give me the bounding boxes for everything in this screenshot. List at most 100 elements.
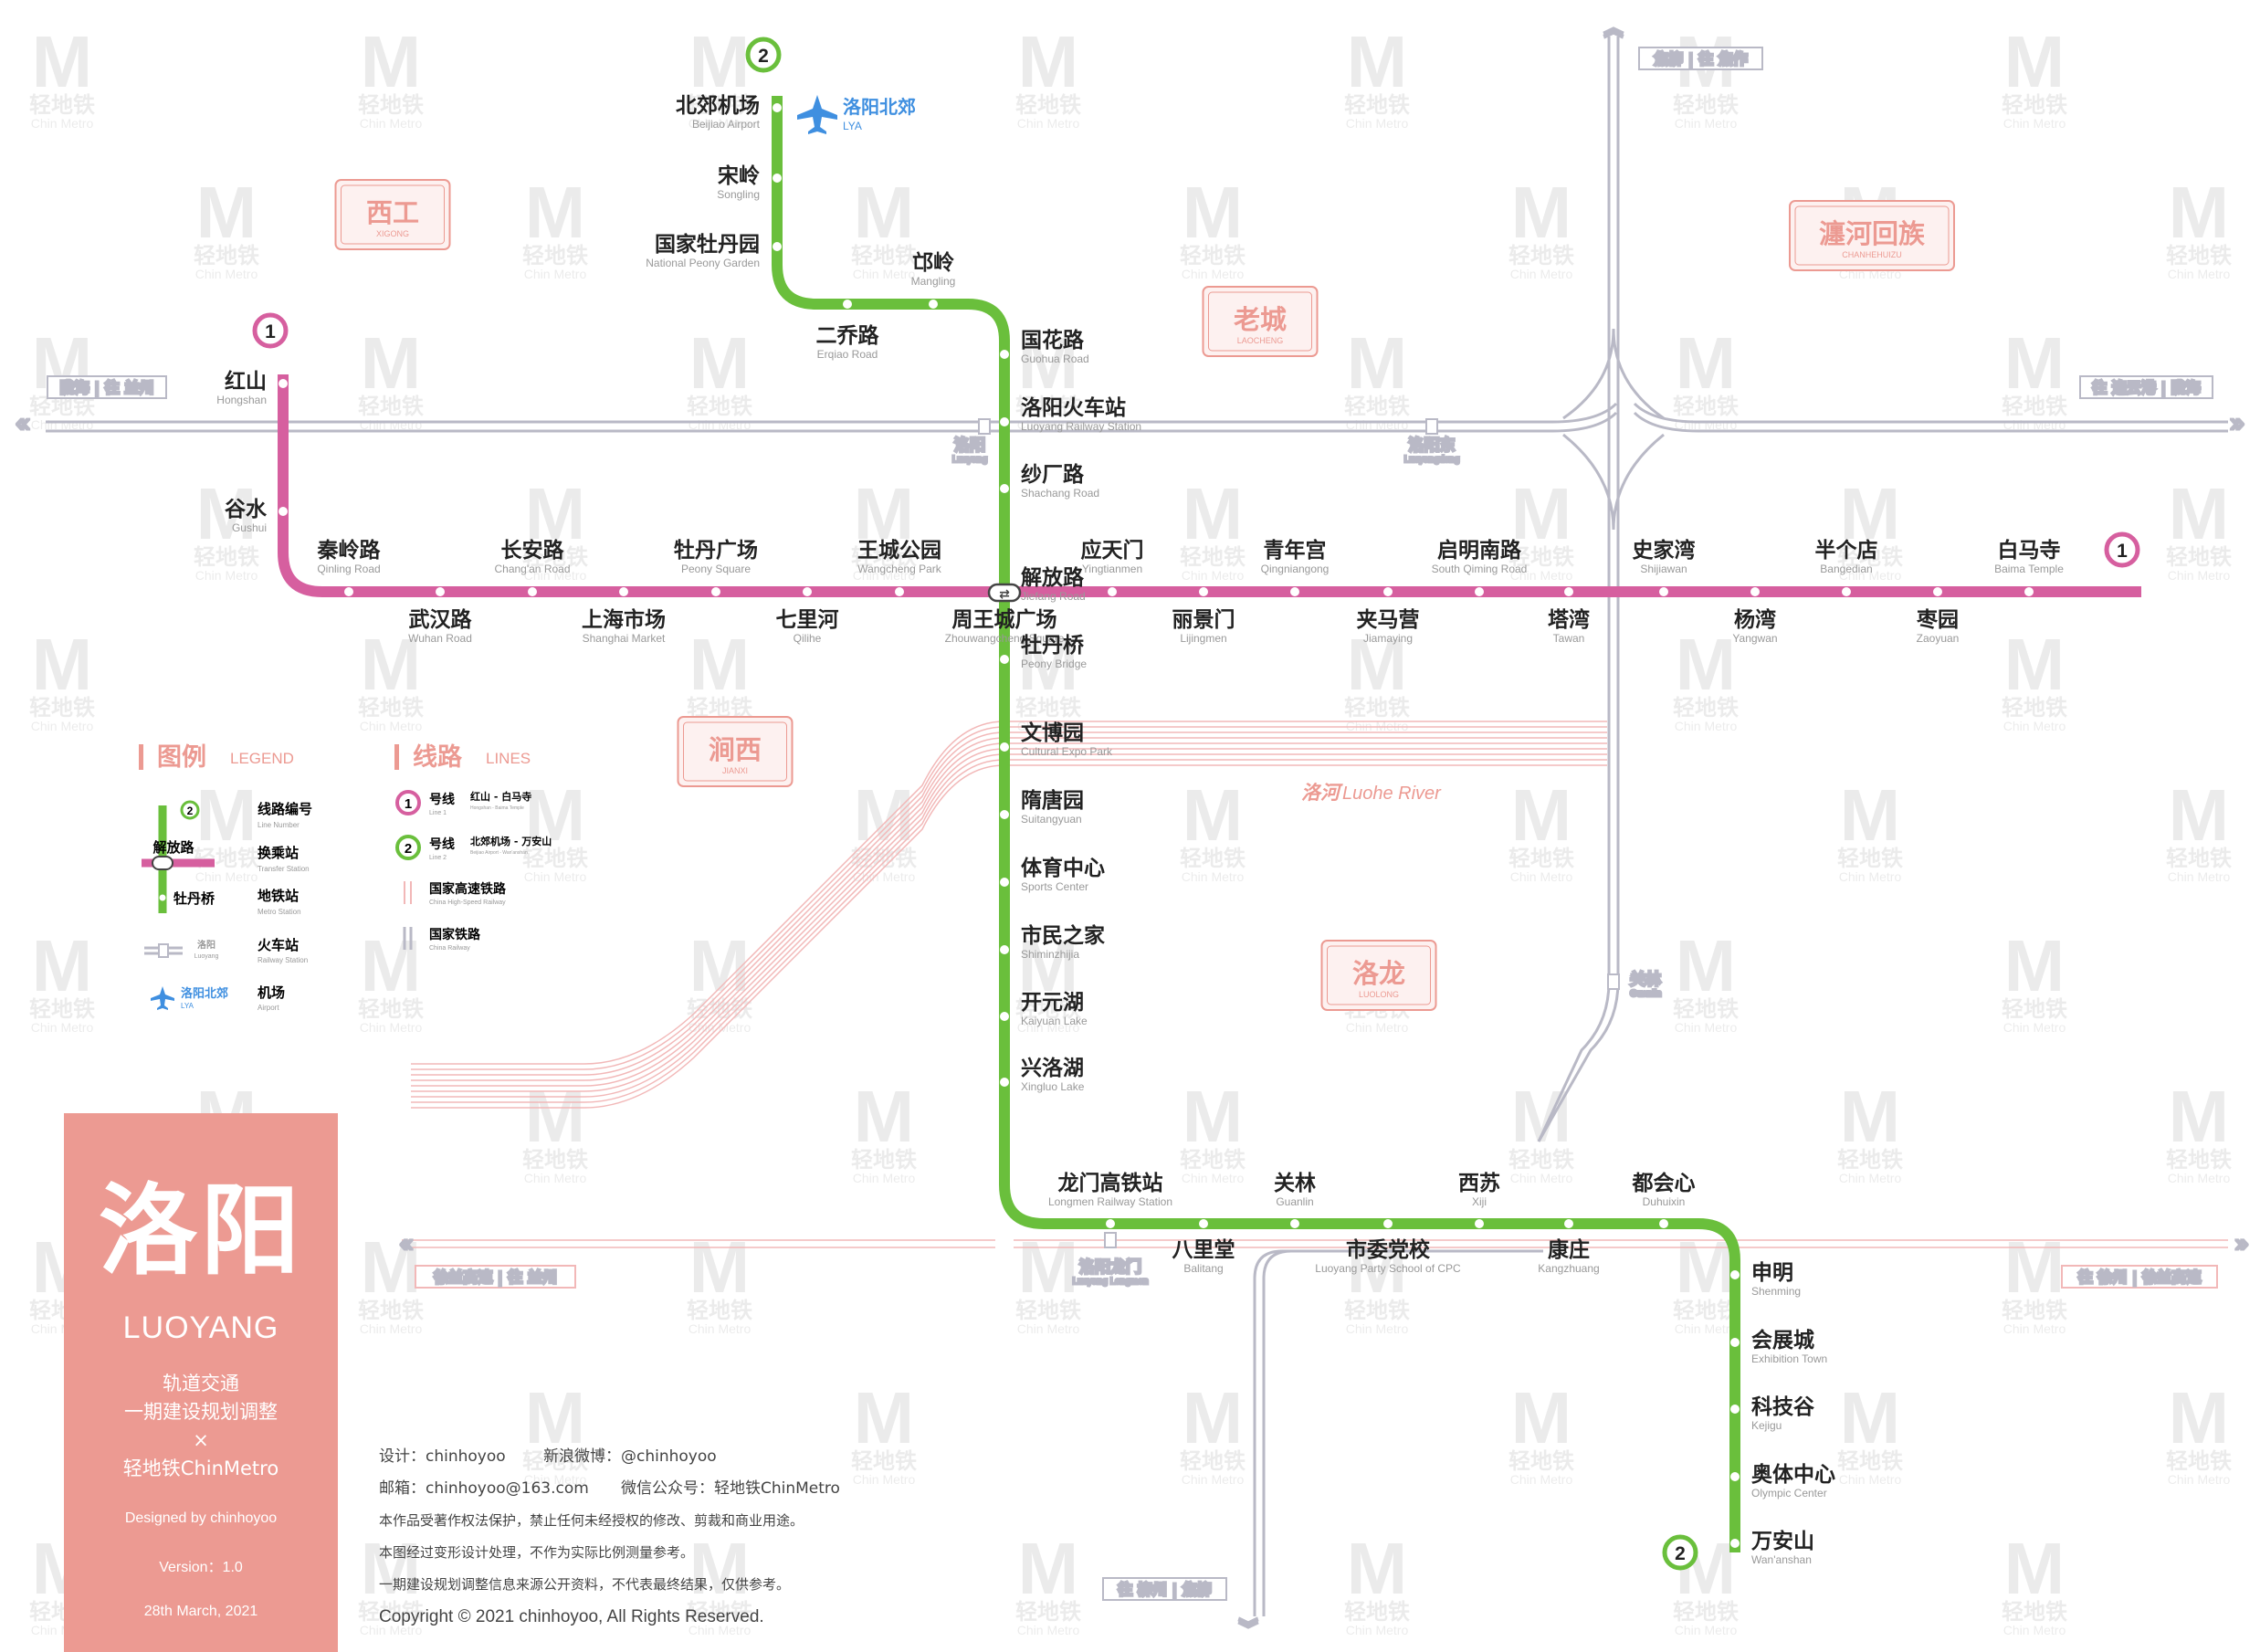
svg-text:轻地铁: 轻地铁 [1015,1298,1081,1323]
svg-text:申明: 申明 [1751,1260,1793,1285]
station-dot[interactable] [1383,587,1393,596]
station-dot[interactable] [1108,587,1117,596]
line2-badge-north[interactable]: 2 [745,37,782,73]
station-dot[interactable] [843,300,852,309]
svg-text:轻地铁: 轻地铁 [1015,92,1081,118]
transfer-station[interactable] [987,583,1022,603]
svg-text:西工: 西工 [366,197,419,228]
station-dot[interactable] [1730,1539,1740,1548]
station-dot[interactable] [1000,1012,1009,1021]
station-dot[interactable] [1383,1219,1393,1228]
station-dot[interactable] [1199,1219,1208,1228]
station-dot[interactable] [1750,587,1760,596]
svg-text:轻地铁: 轻地铁 [522,544,588,570]
svg-text:枣园: 枣园 [1916,608,1959,632]
legend-sample-badge: 2 [187,805,194,817]
line2-legend-badge: 2 [405,841,412,857]
station-dot[interactable] [773,103,782,112]
station-dot[interactable] [279,507,288,516]
svg-text:«: « [400,1229,413,1257]
station-dot[interactable] [279,379,288,388]
svg-text:轻地铁: 轻地铁 [1344,1599,1410,1625]
station-dot[interactable] [773,242,782,251]
station-dot[interactable] [1475,1219,1484,1228]
station-dot[interactable] [895,587,904,596]
station-dot[interactable] [1842,587,1851,596]
subtitle-1: 轨道交通 [163,1373,239,1394]
svg-text:牡丹广场: 牡丹广场 [674,538,758,563]
line1-badge-west[interactable]: 1 [252,312,289,349]
station-dot[interactable] [528,587,537,596]
svg-text:Chin Metro: Chin Metro [853,267,916,281]
svg-text:National Peony Garden: National Peony Garden [646,257,760,269]
station-dot[interactable] [1933,587,1942,596]
line2-badge-south[interactable]: 2 [1662,1534,1698,1571]
station-dot[interactable] [1730,1270,1740,1279]
svg-text:⇄: ⇄ [999,587,1010,602]
station-dot[interactable] [773,174,782,183]
svg-text:M: M [1018,1226,1079,1308]
station-dot[interactable] [2024,587,2034,596]
svg-text:Qingniangong: Qingniangong [1261,563,1330,575]
svg-text:Peony Bridge: Peony Bridge [1021,658,1087,670]
stations-layer: ⇄ [279,103,2034,1548]
svg-text:文博园: 文博园 [1021,721,1084,745]
svg-text:M: M [1840,473,1901,554]
station-dot[interactable] [436,587,445,596]
station-dot[interactable] [803,587,812,596]
station-dot[interactable] [1659,587,1668,596]
svg-text:轻地铁: 轻地铁 [1837,1147,1903,1173]
river-label: 洛河 Luohe River [1301,782,1442,804]
svg-text:国家牡丹园: 国家牡丹园 [655,232,760,257]
station-dot[interactable] [1000,350,1009,359]
svg-text:Olympic Center: Olympic Center [1751,1487,1827,1499]
station-dot[interactable] [711,587,720,596]
station-dot[interactable] [1000,417,1009,426]
station-dot[interactable] [1000,742,1009,752]
station-dot[interactable] [1730,1338,1740,1347]
station-dot[interactable] [1106,1219,1115,1228]
station-dot[interactable] [1199,587,1208,596]
svg-text:M: M [854,172,915,253]
station-dot[interactable] [1000,878,1009,887]
station-dot[interactable] [344,587,353,596]
svg-text:Chin Metro: Chin Metro [524,1171,587,1185]
station-dot[interactable] [1564,1219,1573,1228]
station-dot[interactable] [1659,1219,1668,1228]
station-dot[interactable] [1290,587,1299,596]
svg-text:Chin Metro: Chin Metro [2003,719,2066,733]
legend-sample-metro: 牡丹桥 [173,890,215,907]
svg-text:M: M [525,172,586,253]
station-dot[interactable] [1290,1219,1299,1228]
svg-text:长安路: 长安路 [501,538,565,563]
station-dot[interactable] [1000,945,1009,954]
svg-text:Chin Metro: Chin Metro [1017,1623,1080,1637]
station-dot[interactable] [1000,655,1009,664]
svg-text:Chin Metro: Chin Metro [1510,267,1573,281]
svg-text:Line 2: Line 2 [429,855,447,861]
station-dot[interactable] [1564,587,1573,596]
station-dot[interactable] [1730,1405,1740,1414]
station-dot[interactable] [1000,1078,1009,1087]
svg-text:Chin Metro: Chin Metro [524,869,587,884]
station-dot[interactable] [1475,587,1484,596]
station-dot[interactable] [1000,484,1009,493]
svg-text:Chin Metro: Chin Metro [1017,116,1080,131]
rail-legend: 国家铁路 [429,927,481,942]
svg-text:谷水: 谷水 [225,498,268,521]
note2: 本图经过变形设计处理，不作为实际比例测量参考。 [379,1544,695,1561]
svg-text:M: M [361,322,422,404]
station-dot[interactable] [619,587,628,596]
line1-badge-east[interactable]: 1 [2104,531,2140,568]
svg-text:Xiji: Xiji [1472,1195,1487,1208]
station-dot[interactable] [1730,1472,1740,1481]
station-dot[interactable] [929,300,938,309]
station-dot[interactable] [1000,810,1009,819]
